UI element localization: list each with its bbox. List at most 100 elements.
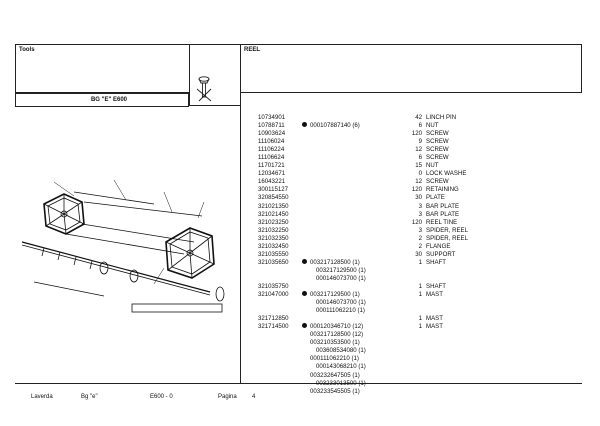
part-qty: 30 xyxy=(415,250,422,258)
reference-bullet-icon xyxy=(302,122,307,128)
footer-series: E600 - 0 xyxy=(150,394,173,400)
footer-model: Bg "e" xyxy=(81,394,98,400)
part-ref: 003217128500 (1) xyxy=(310,258,360,266)
part-ref: 003217128500 (12) xyxy=(310,331,364,339)
part-ref: 003233545505 (1) xyxy=(310,387,360,395)
reference-bullet-icon xyxy=(302,323,307,329)
part-code: 321035650 xyxy=(258,258,289,266)
part-code: 321021350 xyxy=(258,202,289,210)
part-code: 11106024 xyxy=(258,138,285,146)
part-code: 321032250 xyxy=(258,226,289,234)
footer-page-number: 4 xyxy=(252,394,256,400)
part-qty: 120 xyxy=(411,218,422,226)
part-ref: 000107887140 (6) xyxy=(310,122,360,130)
part-qty: 1 xyxy=(418,291,422,299)
part-qty: 120 xyxy=(411,186,422,194)
part-qty: 30 xyxy=(415,194,422,202)
part-qty: 9 xyxy=(418,138,422,146)
part-code: 10788711 xyxy=(258,122,285,130)
part-description: LINCH PIN xyxy=(426,114,457,121)
hammer-tool-icon xyxy=(196,76,212,102)
part-qty: 1 xyxy=(418,282,422,290)
part-description: REEL TINE xyxy=(426,218,458,226)
part-qty: 12 xyxy=(415,178,422,186)
part-code: 16043221 xyxy=(258,178,286,186)
reel-exploded-diagram xyxy=(21,179,225,313)
part-code: 321047000 xyxy=(258,291,289,299)
reel-box xyxy=(240,44,582,93)
part-qty: 3 xyxy=(418,202,422,210)
part-qty: 1 xyxy=(418,323,422,331)
part-code: 321714500 xyxy=(258,323,289,331)
part-ref: 003210353500 (1) xyxy=(310,339,360,347)
part-code: 10734901 xyxy=(258,114,286,121)
part-code: 321032350 xyxy=(258,234,289,242)
part-ref: 003232647505 (1) xyxy=(310,371,360,379)
part-description: SHAFT xyxy=(426,282,446,290)
column-divider xyxy=(240,93,241,383)
part-code: 12034671 xyxy=(258,170,286,178)
part-description: LOCK WASHE xyxy=(426,170,467,178)
part-description: MAST xyxy=(426,291,443,299)
part-description: SCREW xyxy=(426,130,449,138)
part-description: RETAINING xyxy=(426,186,459,194)
part-ref: 003233013500 (1) xyxy=(316,379,366,387)
part-description: BAR PLATE xyxy=(426,210,460,218)
part-qty: 2 xyxy=(418,234,422,242)
part-description: FLANGE xyxy=(426,242,451,250)
footer-rule xyxy=(15,383,582,384)
part-code: 321035750 xyxy=(258,282,289,290)
part-qty: 1 xyxy=(418,258,422,266)
part-code: 321021450 xyxy=(258,210,289,218)
part-ref: 000143068210 (1) xyxy=(316,363,366,371)
part-description: SHAFT xyxy=(426,258,446,266)
part-code: 321712850 xyxy=(258,315,289,323)
part-qty: 6 xyxy=(418,122,422,130)
footer-page-label: Pagina xyxy=(218,394,237,400)
part-code: 321032450 xyxy=(258,242,289,250)
part-description: MAST xyxy=(426,323,443,331)
part-qty: 1 xyxy=(418,315,422,323)
footer-brand: Laverda xyxy=(31,394,53,400)
tool-icon-box xyxy=(189,44,241,106)
part-description: SCREW xyxy=(426,178,449,186)
part-description: SUPPORT xyxy=(426,250,456,258)
part-ref: 000120346710 (12) xyxy=(310,323,364,331)
part-qty: 120 xyxy=(411,130,422,138)
part-description: NUT xyxy=(426,122,439,130)
part-qty: 2 xyxy=(418,242,422,250)
part-code: 321035550 xyxy=(258,250,289,258)
reel-label: REEL xyxy=(244,47,261,53)
part-description: SCREW xyxy=(426,146,449,154)
part-description: BAR PLATE xyxy=(426,202,460,210)
part-qty: 15 xyxy=(415,162,422,170)
part-qty: 12 xyxy=(415,146,422,154)
part-description: MAST xyxy=(426,315,443,323)
part-qty: 6 xyxy=(418,154,422,162)
part-ref: 003217129500 (1) xyxy=(316,266,366,274)
part-ref: 003217129500 (1) xyxy=(310,291,360,299)
part-ref: 003608534080 (1) xyxy=(316,347,366,355)
part-code: 11701721 xyxy=(258,162,285,170)
part-description: SPIDER, REEL xyxy=(426,234,468,242)
part-description: NUT xyxy=(426,162,439,170)
part-code: 300115127 xyxy=(258,186,289,194)
part-ref: 000111062210 (1) xyxy=(310,355,359,363)
part-description: SCREW xyxy=(426,138,449,146)
part-code: 11106624 xyxy=(258,154,285,162)
part-code: 321023250 xyxy=(258,218,289,226)
part-code: 10903624 xyxy=(258,130,286,138)
part-code: 11106224 xyxy=(258,146,285,154)
tools-box xyxy=(15,44,190,93)
part-qty: 3 xyxy=(418,226,422,234)
model-title: BG "E" E600 xyxy=(90,97,128,103)
reference-bullet-icon xyxy=(302,258,307,264)
part-description: SCREW xyxy=(426,154,449,162)
part-qty: 0 xyxy=(418,170,422,178)
part-qty: 3 xyxy=(418,210,422,218)
part-ref: 000146073700 (1) xyxy=(316,274,366,282)
part-description: PLATE xyxy=(426,194,445,202)
reference-bullet-icon xyxy=(302,291,307,297)
tools-label: Tools xyxy=(19,47,35,53)
part-code: 320854550 xyxy=(258,194,289,202)
